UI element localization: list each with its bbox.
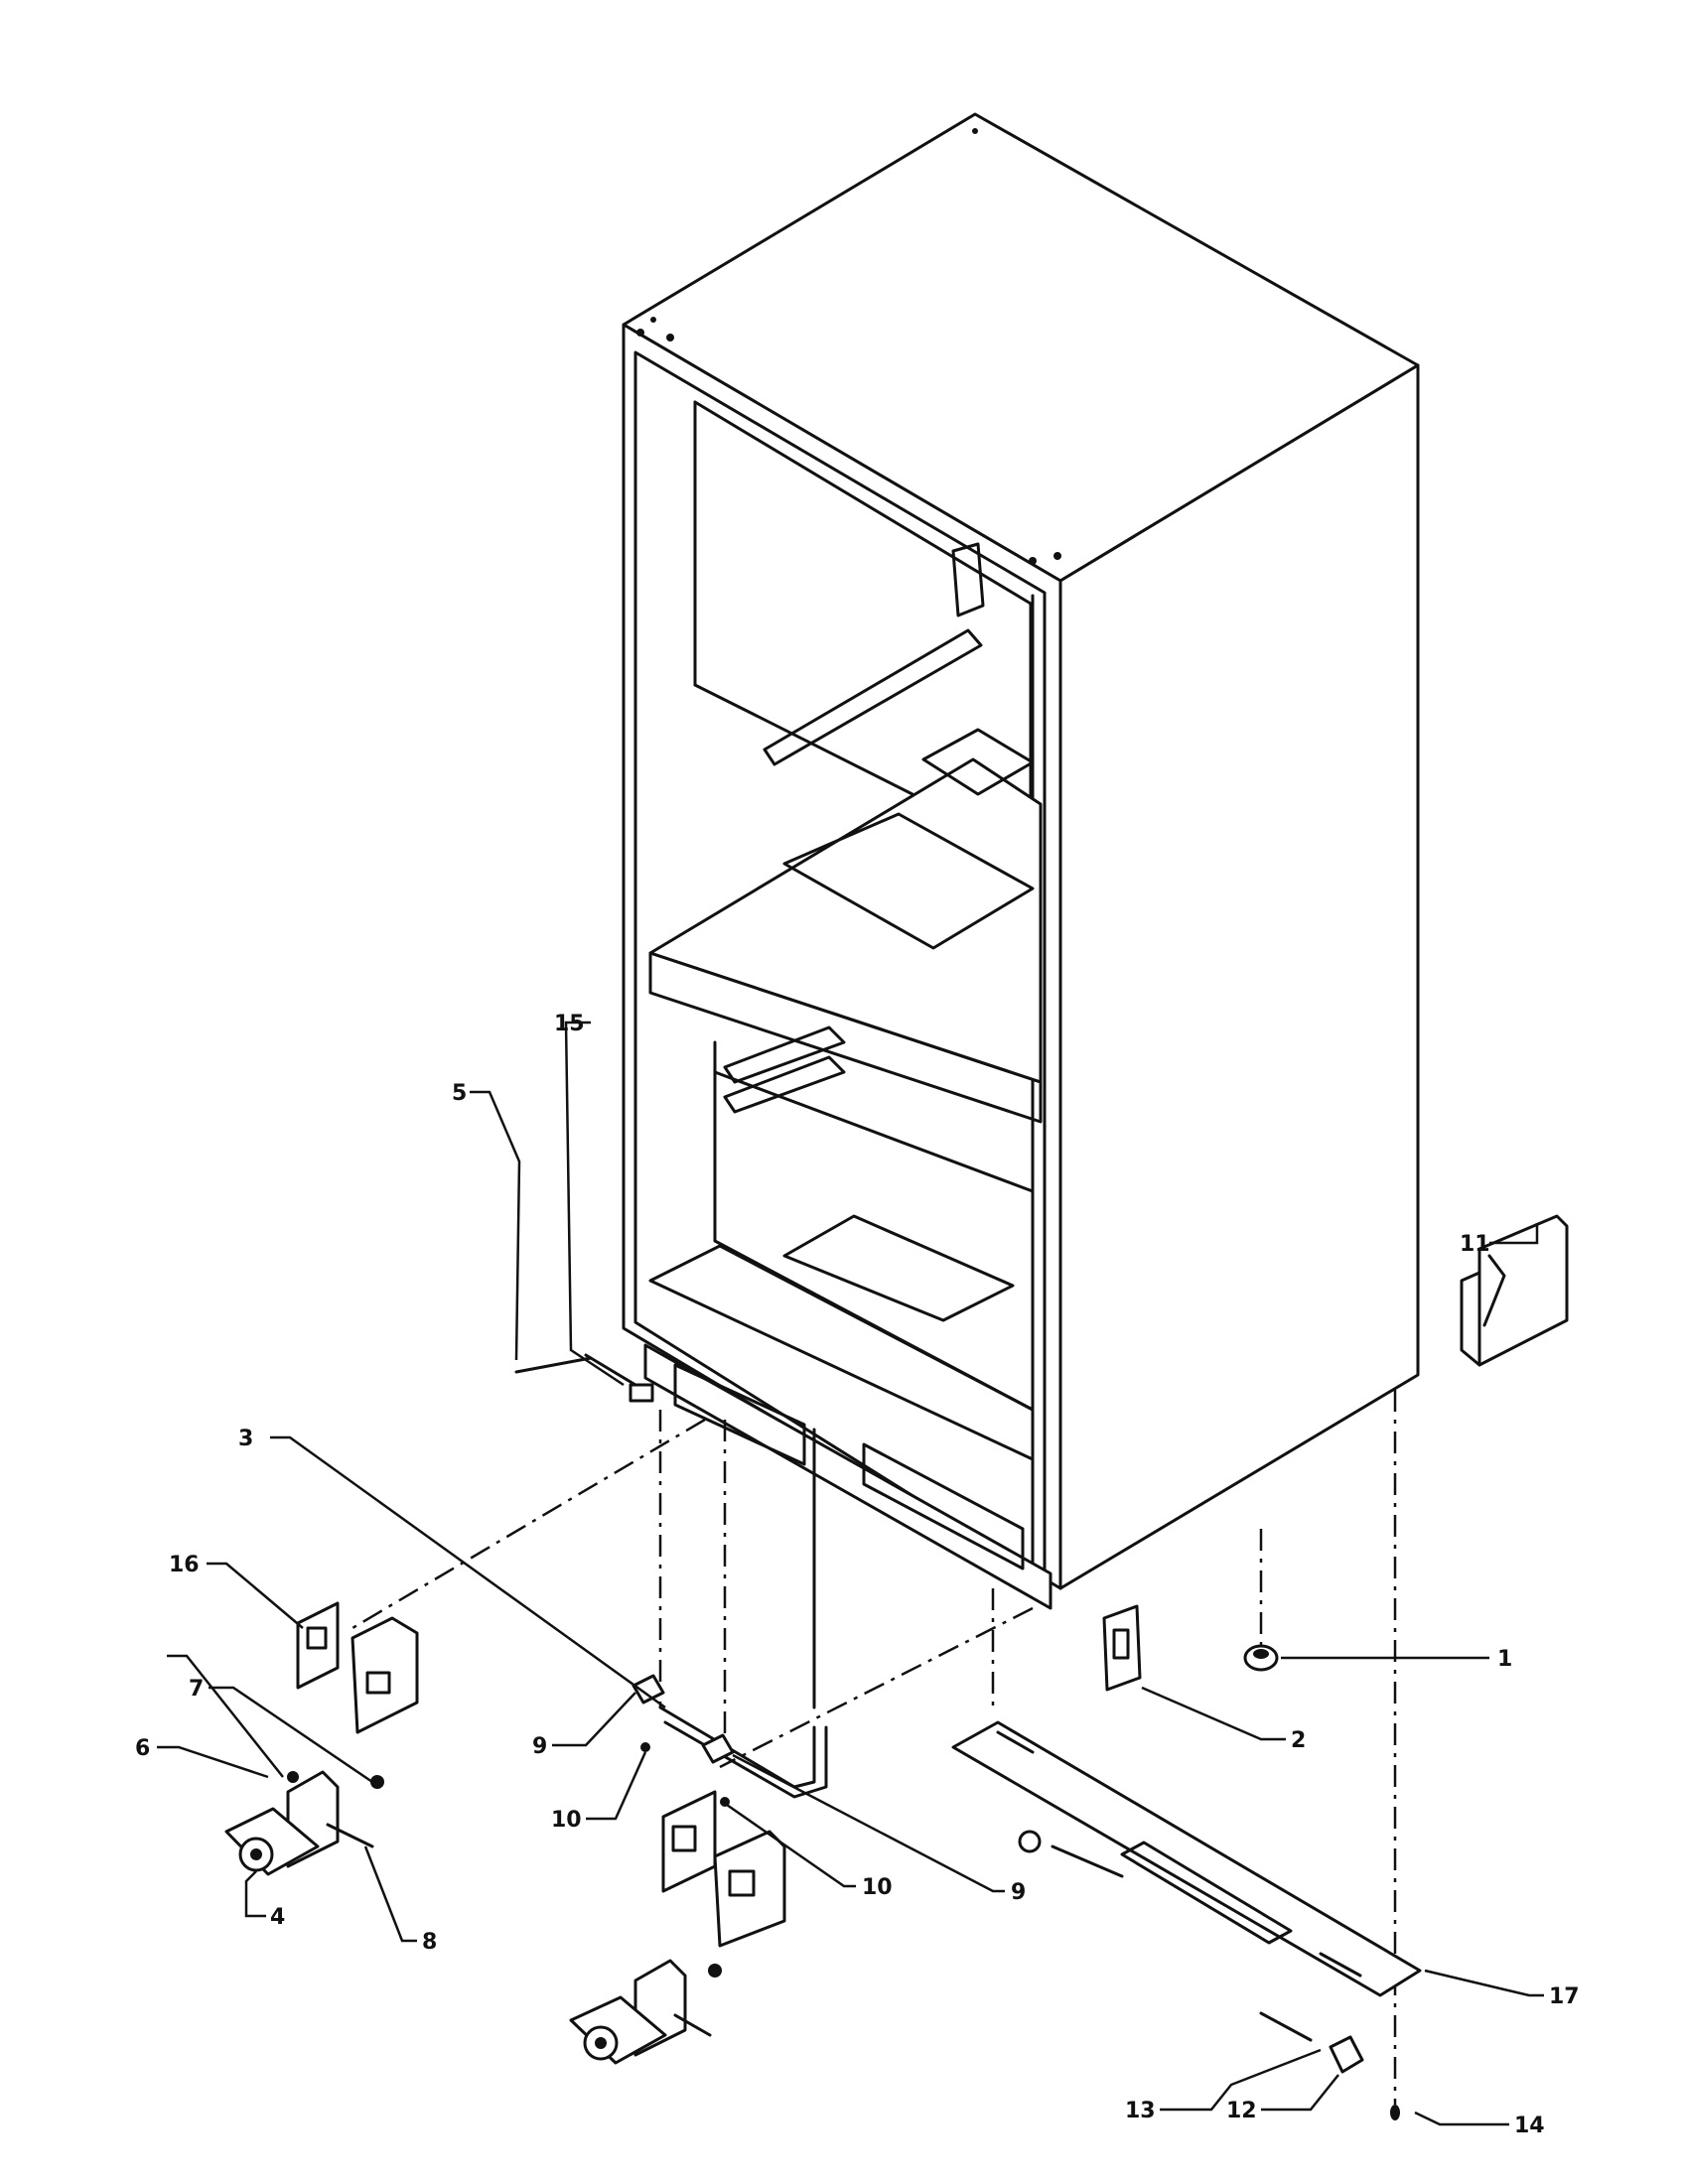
callout-11: 11 [1460,1232,1490,1257]
callout-8: 8 [422,1930,437,1955]
callout-4: 4 [270,1905,285,1930]
callout-7: 7 [189,1677,204,1702]
part-small-bracket [1102,1604,1142,1692]
callout-12: 12 [1226,2099,1257,2123]
callout-6: 6 [135,1736,150,1761]
callout-10b: 10 [862,1875,893,1900]
callout-16: 16 [169,1553,200,1577]
part-screw-13 [1051,1844,1313,2042]
callout-9b: 9 [1011,1880,1026,1905]
leader-lines [157,1021,1544,2126]
callout-3: 3 [238,1427,253,1451]
callout-17: 17 [1549,1984,1580,2009]
part-caster-assembly-lower [569,1959,722,2065]
callout-labels: 1 2 3 4 5 6 7 8 9 9 10 10 11 12 13 14 15… [135,1012,1580,2138]
part-hinge-brackets-lower [661,1790,786,1948]
part-screws-left [514,1353,654,1403]
callout-15: 15 [554,1012,585,1036]
callout-13: 13 [1125,2099,1156,2123]
callout-1: 1 [1497,1647,1512,1672]
part-caster-assembly-upper [224,1770,384,1876]
part-rear-cover [1460,1214,1569,1367]
part-leveling-leg [1243,1644,1279,1672]
callout-10a: 10 [551,1808,582,1833]
callout-5: 5 [452,1081,467,1106]
part-screw-14 [1390,2105,1400,2120]
callout-2: 2 [1291,1728,1306,1753]
part-cam [1018,1830,1364,2074]
cabinet [622,112,1420,1610]
callout-14: 14 [1514,2114,1545,2138]
part-clips [632,1674,735,1764]
part-toe-grille [951,1720,1422,1997]
callout-9a: 9 [532,1734,547,1759]
part-tube [658,1428,828,1799]
part-hinge-brackets-upper [296,1601,419,1734]
